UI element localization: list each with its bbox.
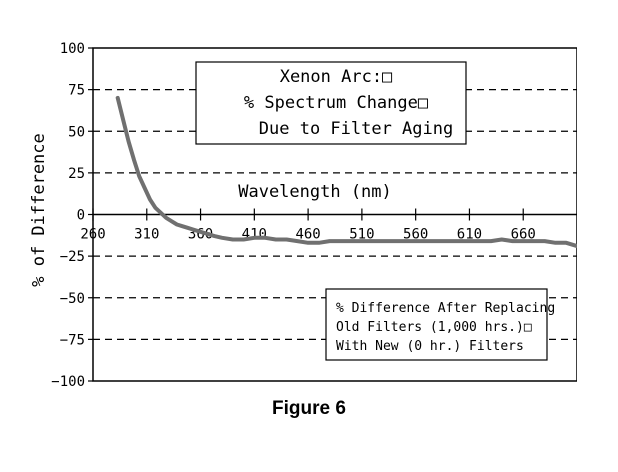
y-tick-label: 50 [68,124,85,140]
y-tick-label: −50 [60,291,85,307]
y-tick-label: −75 [60,332,85,348]
series-line [115,95,579,249]
y-tick-label: 0 [77,208,85,224]
annotation-line-3: With New (0 hr.) Filters [336,339,524,354]
chart-title-line-1: Xenon Arc:□ [280,67,393,87]
y-tick-label: −25 [60,249,85,265]
x-tick-label: 460 [295,227,320,243]
annotation-box: % Difference After Replacing Old Filters… [325,288,555,361]
title-box-frame [195,61,467,145]
x-tick-label: 310 [134,227,159,243]
chart-title-line-2: % Spectrum Change□ [244,93,429,113]
overflow-mask [577,40,618,390]
y-tick-label: 75 [68,83,85,99]
x-tick-label: 660 [511,227,536,243]
annotation-line-2: Old Filters (1,000 hrs.)□ [336,320,532,335]
annotation-line-1: % Difference After Replacing [336,301,555,316]
y-tick-label: 100 [60,41,85,57]
figure-caption: Figure 6 [272,398,346,419]
annotation-box-frame [325,288,548,361]
x-tick-label: 510 [349,227,374,243]
series-layer [115,95,579,249]
title-box: Xenon Arc:□ % Spectrum Change□ Due to Fi… [195,61,467,145]
y-tick-label: 25 [68,166,85,182]
y-axis-label: % of Difference [29,133,49,287]
chart-title-line-3: Due to Filter Aging [259,119,453,139]
x-tick-label: 610 [457,227,482,243]
x-tick-label: 560 [403,227,428,243]
x-axis-label: Wavelength (nm) [238,182,392,202]
x-tick-label: 260 [80,227,105,243]
y-axis-ticks: 100 75 50 25 0 −25 −50 −75 −100 [51,41,93,390]
y-tick-label: −100 [51,374,85,390]
